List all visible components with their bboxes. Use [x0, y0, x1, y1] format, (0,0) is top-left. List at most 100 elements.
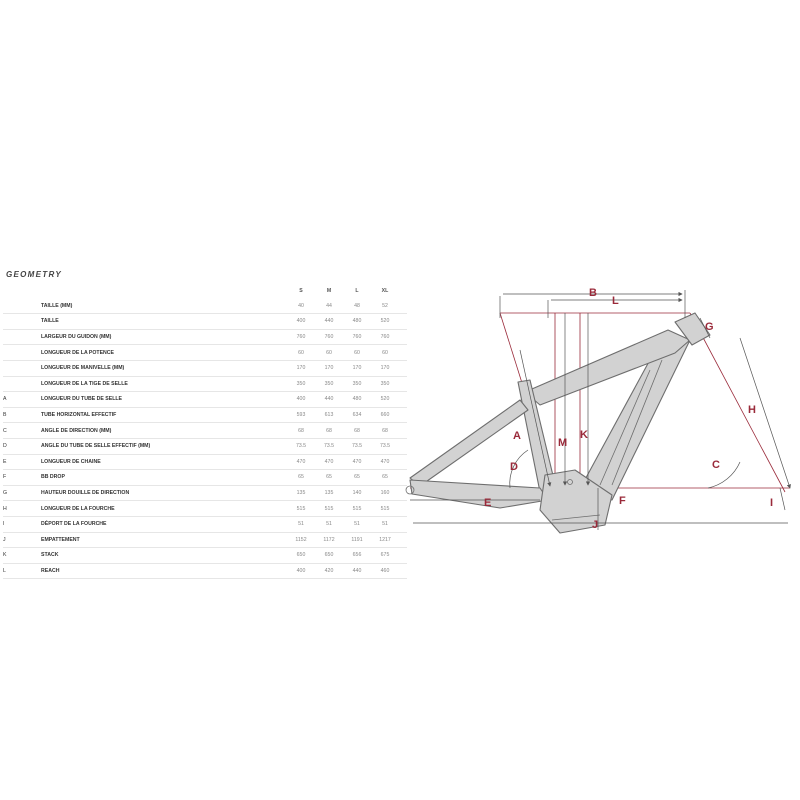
row-value: 470: [287, 454, 315, 471]
row-value: 675: [371, 547, 399, 564]
row-value: 400: [287, 313, 315, 330]
row-value: 1152: [287, 532, 315, 549]
row-value: 470: [315, 454, 343, 471]
row-value: 593: [287, 407, 315, 424]
row-letter: G: [3, 485, 41, 502]
row-value: 656: [343, 547, 371, 564]
row-label: TAILLE (MM): [41, 298, 287, 315]
row-letter: B: [3, 407, 41, 424]
dimension-labels: B L G H K M A C D E F I J: [484, 287, 773, 531]
row-label: ANGLE DE DIRECTION (MM): [41, 422, 287, 439]
row-value: 420: [315, 563, 343, 580]
bicycle-frame: [409, 312, 711, 534]
row-value: 400: [287, 563, 315, 580]
row-value: 51: [315, 516, 343, 533]
row-value: 68: [371, 422, 399, 439]
row-letter: [3, 329, 41, 346]
row-value: 60: [315, 344, 343, 361]
row-label: REACH: [41, 563, 287, 580]
row-value: 515: [287, 500, 315, 517]
row-letter: [3, 344, 41, 361]
row-letter: [3, 376, 41, 393]
row-value: 65: [343, 469, 371, 486]
row-value: 140: [343, 485, 371, 502]
label-h: H: [748, 404, 756, 416]
row-value: 68: [287, 422, 315, 439]
row-letter: F: [3, 469, 41, 486]
size-header-s: S: [299, 288, 303, 295]
row-label: LONGUEUR DE LA POTENCE: [41, 344, 287, 361]
row-label: TAILLE: [41, 313, 287, 330]
row-letter: K: [3, 547, 41, 564]
row-value: 350: [343, 376, 371, 393]
label-g: G: [705, 321, 714, 333]
row-letter: I: [3, 516, 41, 533]
head-tube: [674, 312, 711, 346]
size-header-l: L: [355, 288, 359, 295]
row-value: 135: [287, 485, 315, 502]
row-value: 440: [315, 313, 343, 330]
row-label: LONGUEUR DU TUBE DE SELLE: [41, 391, 287, 408]
row-value: 68: [315, 422, 343, 439]
row-value: 440: [315, 391, 343, 408]
label-k: K: [580, 429, 588, 441]
row-value: 760: [315, 329, 343, 346]
row-value: 650: [287, 547, 315, 564]
row-value: 515: [371, 500, 399, 517]
label-b: B: [589, 287, 597, 299]
label-f: F: [619, 495, 626, 507]
row-value: 470: [343, 454, 371, 471]
row-value: 60: [371, 344, 399, 361]
row-letter: [3, 360, 41, 377]
chainstay: [409, 479, 549, 509]
row-value: 480: [343, 391, 371, 408]
row-value: 634: [343, 407, 371, 424]
row-letter: D: [3, 438, 41, 455]
row-value: 73.5: [343, 438, 371, 455]
row-value: 44: [315, 298, 343, 315]
row-value: 520: [371, 313, 399, 330]
seatstay: [409, 399, 529, 487]
row-value: 73.5: [371, 438, 399, 455]
row-value: 65: [287, 469, 315, 486]
dimension-leaders: [410, 290, 791, 530]
label-c: C: [712, 459, 720, 471]
row-value: 400: [287, 391, 315, 408]
row-value: 760: [343, 329, 371, 346]
frame-detail-lines: [405, 359, 663, 521]
row-value: 51: [343, 516, 371, 533]
row-value: 48: [343, 298, 371, 315]
row-label: LONGUEUR DE LA TIGE DE SELLE: [41, 376, 287, 393]
label-j: J: [592, 519, 598, 531]
motor-housing: [539, 469, 613, 534]
size-header-xl: XL: [381, 288, 389, 295]
row-letter: [3, 313, 41, 330]
row-value: 52: [371, 298, 399, 315]
row-label: LONGUEUR DE CHAINE: [41, 454, 287, 471]
row-label: STACK: [41, 547, 287, 564]
geometry-title: GEOMETRY: [6, 270, 63, 279]
label-d: D: [510, 461, 518, 473]
row-label: TUBE HORIZONTAL EFFECTIF: [41, 407, 287, 424]
row-letter: L: [3, 563, 41, 580]
row-label: LONGUEUR DE MANIVELLE (MM): [41, 360, 287, 377]
row-value: 68: [343, 422, 371, 439]
row-value: 65: [315, 469, 343, 486]
